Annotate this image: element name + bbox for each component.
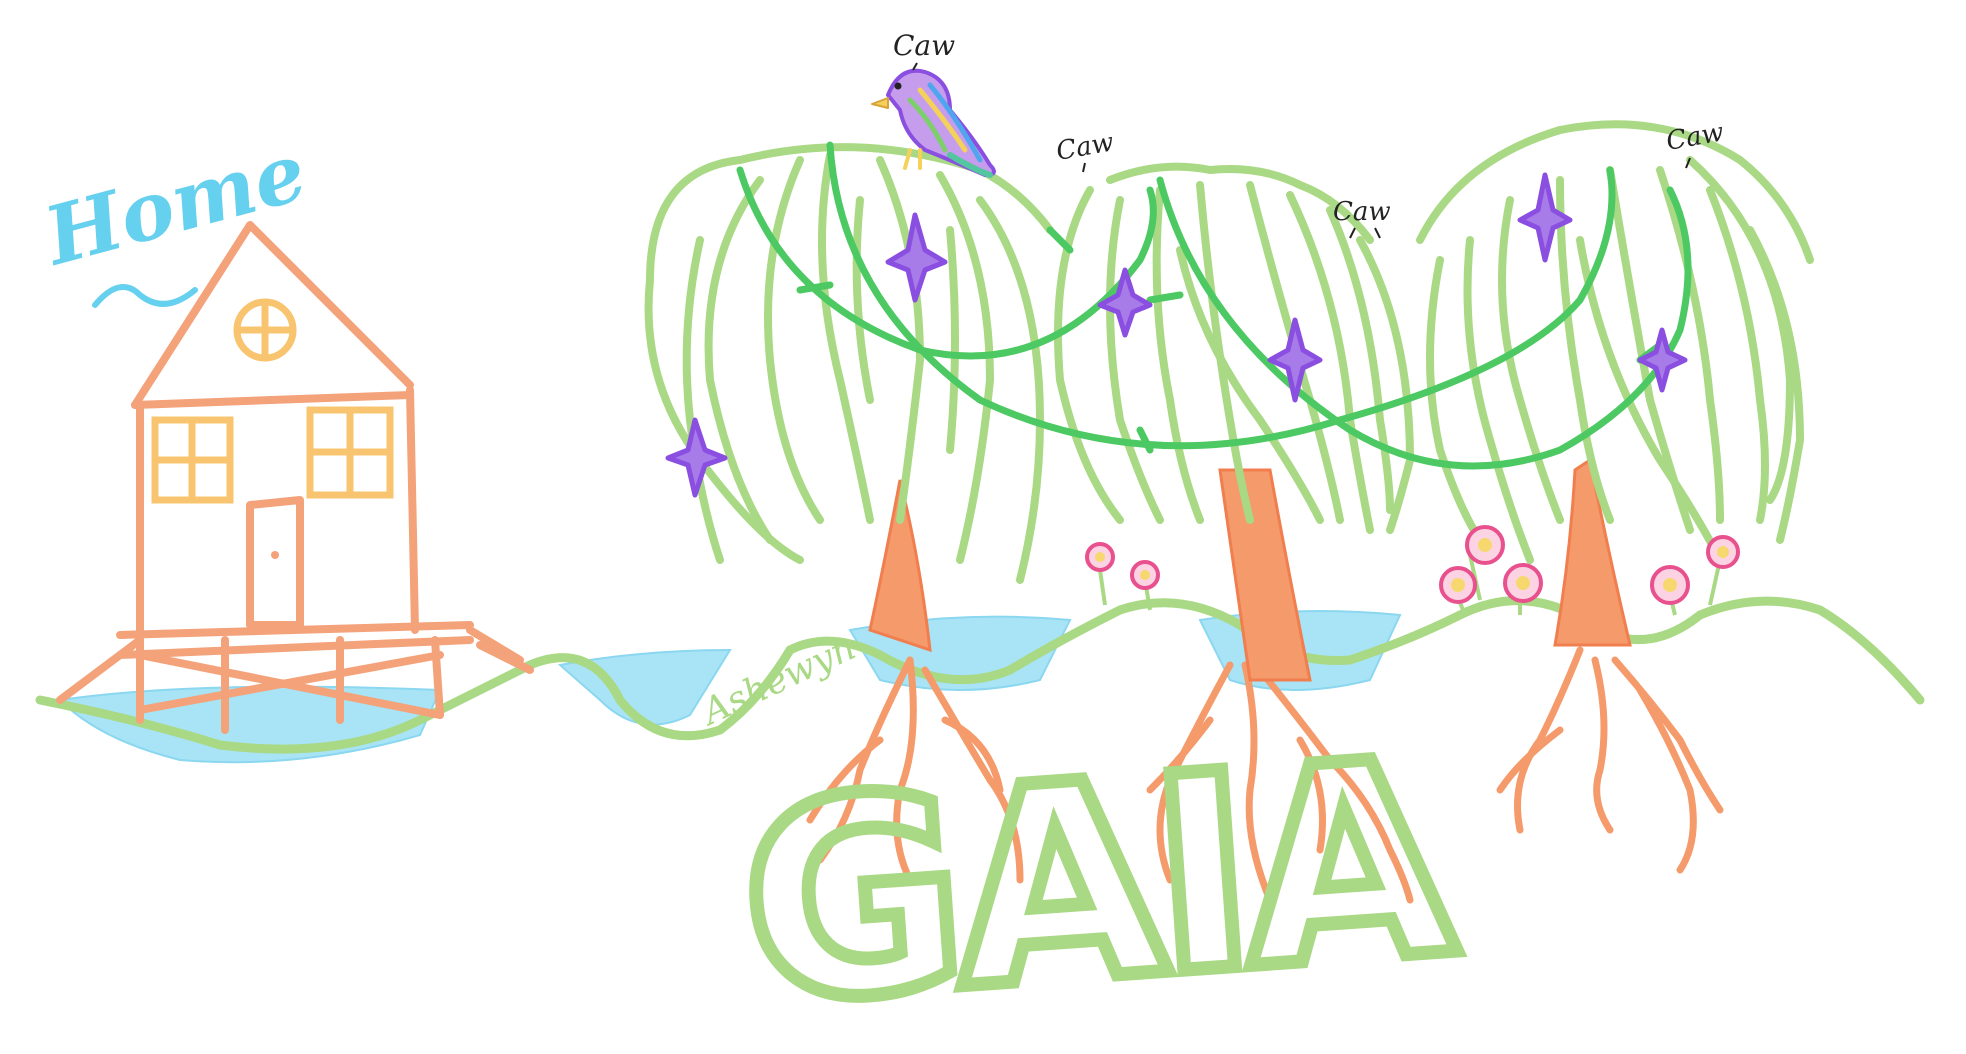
bird-call-1-tick — [912, 62, 918, 71]
flower-icon — [1085, 525, 1740, 616]
home-underline — [92, 284, 198, 308]
door-knob — [271, 551, 279, 559]
home-label: Home — [34, 124, 316, 284]
bird-call-2: Caw — [1054, 127, 1116, 167]
bird-call-3-tick — [1349, 227, 1381, 239]
bird-icon — [871, 68, 996, 178]
signature: Ashewyn — [694, 627, 862, 734]
house-icon — [56, 221, 534, 734]
vines — [736, 141, 1692, 470]
bird-call-2-tick — [1082, 162, 1086, 173]
tree-trunks — [868, 457, 1632, 682]
house-windows — [151, 298, 394, 504]
bird-call-3: Caw — [1333, 197, 1391, 227]
bird-call-4-tick — [1685, 157, 1691, 169]
bird-call-1: Caw — [893, 29, 955, 62]
sparkle-icon — [665, 172, 1688, 498]
root-icon — [806, 646, 1724, 904]
gaia-title: GAIA — [732, 700, 1464, 1054]
